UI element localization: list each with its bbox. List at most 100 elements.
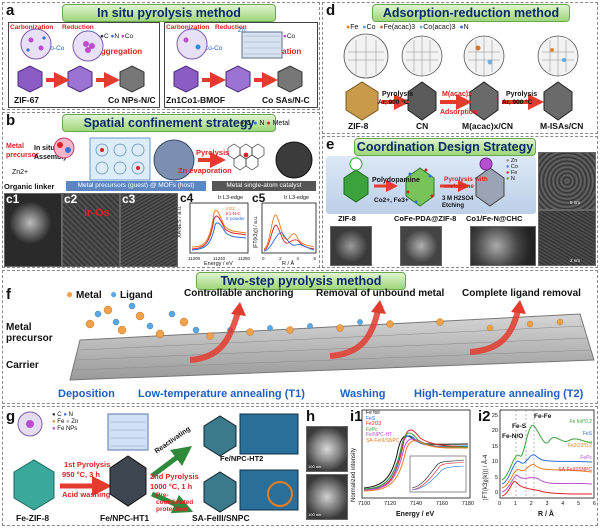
panel-d-stage-3: M-ISAs/CN (540, 121, 584, 131)
panel-f-step-top-2: Complete ligand removal (462, 288, 581, 299)
panel-a1-legend: ●C ●N ●Co (100, 33, 134, 40)
panel-g (2, 406, 598, 526)
panel-d-label: d (326, 2, 336, 19)
panel-f-step-top-0: Controllable anchoring (184, 288, 294, 299)
panel-a1-aggregation: Aggregation (95, 47, 143, 56)
panel-b-title: Spatial confinement strategy (62, 114, 276, 132)
panel-e-legend: ● Zn ● Co ● Fe ● N (506, 158, 518, 182)
panel-f-step-bottom-1: Low-temperature annealing (T1) (138, 388, 305, 400)
panel-b-label: b (6, 112, 16, 129)
panel-i1-plot (361, 409, 471, 499)
panel-e-etching: 3 M H2SO4 Etching (442, 196, 474, 209)
panel-b-zn: Zn2+ (12, 169, 29, 176)
panel-h-image-2 (306, 474, 348, 520)
panel-c2-label: c2 (64, 192, 78, 206)
panel-i2-peak-0: Fe-Fe (534, 413, 552, 420)
panel-i2-plot (499, 409, 595, 499)
panel-c3-image (120, 193, 178, 267)
panel-c5-title: Ir L3-edge (284, 195, 310, 201)
panel-g-ht2: Fe/NPC-HT2 (220, 454, 264, 463)
panel-e-polydopamine: Polydopamine (372, 177, 420, 184)
panel-e-graphics (343, 157, 505, 207)
panel-e-pyrolysis: Pyrolysis with melamine (444, 176, 488, 190)
panel-b-graphics (53, 137, 313, 181)
panel-a2-zn: Zn (238, 27, 246, 34)
panel-e-image-2 (400, 226, 442, 266)
panel-i2-xlabel: R / Å (538, 511, 554, 518)
panel-b-in-situ: In situ Assembly (34, 145, 68, 161)
panel-g-legend: ● C ● N ● Fe ● Zn ● Fe NPs (52, 412, 79, 432)
panel-a-subbox-1 (8, 22, 160, 108)
panel-f-side-carrier: Carrier (6, 360, 39, 371)
panel-d-title: Adsorption-reduction method (372, 4, 570, 22)
panel-c3-label: c3 (122, 192, 136, 206)
panel-d-step2: Adsorption (440, 109, 478, 116)
panel-a2-graphics (173, 28, 303, 93)
panel-g-graphics (13, 411, 299, 514)
panel-a-title: In situ pyrolysis method (62, 4, 276, 22)
panel-e-title: Coordination Design Strategy (354, 138, 536, 156)
panel-i2-label: i2 (478, 408, 491, 425)
panel-e-scale-2: 2 nm (570, 258, 581, 263)
panel-g-acid-washing: Acid washing (62, 490, 111, 499)
panel-d-step1-cond: Ar, 900 °C (378, 99, 409, 106)
panel-c4-legend: IrO2 Ir1-N-C Ir powder (226, 206, 245, 221)
panel-e-stage-2: Co1/Fe-N@CHC (466, 214, 523, 223)
panel-f (2, 270, 598, 404)
panel-e (322, 136, 598, 268)
panel-g-second-pyrolysis: 2nd Pyrolysis (150, 472, 199, 481)
panel-d-stage-2: M(acac)x/CN (462, 121, 514, 131)
panel-e-stage-1: CoFe-PDA@ZIF-8 (394, 214, 457, 223)
panel-c5-label: c5 (252, 191, 266, 205)
panel-c1-image (4, 193, 62, 267)
panel-b-pyrolysis: Pyrolysis (196, 148, 230, 157)
panel-a-label: a (6, 2, 15, 19)
panel-e-hrtem-1 (538, 152, 596, 210)
panel-e-ions: Co2+, Fe3+ (374, 197, 409, 204)
panel-b-zn-evaporation: Zn evaporation (178, 166, 232, 175)
panel-c2-image (62, 193, 120, 267)
panel-c4-label: c4 (180, 191, 194, 205)
panel-c5-xlabel: R / Å (282, 261, 295, 267)
panel-d-step2-top: M(acac)x (442, 91, 472, 98)
panel-h-scale-1: 100 nm (308, 464, 322, 469)
panel-b-organic-linker: Organic linker (4, 182, 55, 191)
panel-a (2, 2, 320, 110)
panel-f-side-precursor: Metal precursor (6, 322, 53, 344)
panel-i1-ylabel: Normalized intensity (351, 447, 357, 502)
panel-a1-carbonization: Carbonization (10, 24, 54, 31)
panel-g-stage-0: Fe-ZIF-8 (16, 513, 50, 523)
panel-g-first-cond: 950 °C, 3 h (62, 470, 101, 479)
panel-d-step3-cond: Ar, 900 °C (502, 99, 533, 106)
panel-a2-reduction: Reduction (215, 24, 247, 31)
panel-g-first-pyrolysis: 1st Pyrolysis (64, 460, 111, 469)
panel-c4-plot (189, 202, 249, 254)
panel-g-pre-coordinated: Pre-coordinated protection (156, 492, 194, 513)
panel-a2-to: Co SAs/N-C (262, 95, 310, 105)
panel-c5-ylabel: |FT(k3χ)| / a.u. (253, 215, 259, 248)
panel-d-legend: ●Fe ●Co ●Fe(acac)3 ●Co(acac)3 ●N (346, 24, 469, 31)
panel-e-label: e (326, 136, 335, 153)
panel-a1-reduction: Reduction (62, 24, 94, 31)
panel-g-stage-2: SA-FeIII/SNPC (192, 513, 250, 523)
panel-c4-xlabel: Energy / eV (204, 261, 233, 267)
panel-f-step-top-1: Removal of unbound metal (316, 288, 445, 299)
panel-e-hrtem-2 (538, 210, 596, 266)
panel-c4-ylabel: XANES / a.u. (177, 205, 183, 238)
panel-g-label: g (6, 408, 16, 425)
panel-d-step1: Pyrolysis (382, 91, 414, 98)
panel-f-step-bottom-2: Washing (340, 388, 386, 400)
panel-f-title: Two-step pyrolysis method (196, 272, 406, 290)
panel-e-image-1 (330, 226, 372, 266)
panel-f-label: f (6, 286, 11, 303)
panel-b-caption-mof: Metal precursors (guest) @ MOFs (host) (66, 181, 206, 191)
panel-a-subbox-2 (164, 22, 318, 108)
panel-h-image-1 (306, 426, 348, 472)
panel-e-scale-1: 5 nm (570, 200, 581, 205)
panel-b-caption-catalyst: Metal single-atom catalyst (212, 181, 316, 191)
panel-a1-to: Co NPs-N/C (108, 95, 156, 105)
panel-f-graphics (69, 300, 595, 381)
